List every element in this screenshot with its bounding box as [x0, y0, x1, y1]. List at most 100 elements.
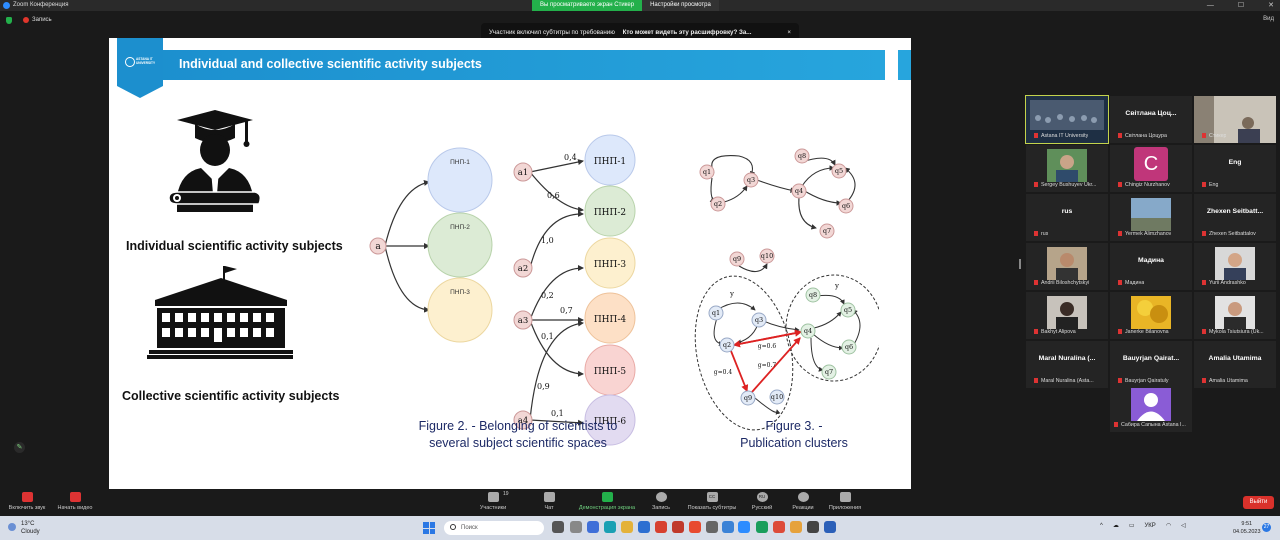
- figure-2-left: a ПНП-1 ПНП-2 ПНП-3: [369, 147, 493, 343]
- wifi-icon[interactable]: ◠: [1165, 523, 1172, 529]
- terminal-icon[interactable]: [807, 521, 819, 533]
- outlook-icon[interactable]: [722, 521, 734, 533]
- participant-tile[interactable]: rus rus: [1026, 194, 1108, 241]
- camera-off-icon: [69, 492, 81, 502]
- close-notice-button[interactable]: ×: [787, 29, 791, 36]
- participant-tile[interactable]: Світлана Цоц... Світлана Цоцура: [1110, 96, 1192, 143]
- a-node: a4: [518, 416, 528, 426]
- figure-3-caption: Figure 3. - Publication clusters: [704, 418, 884, 452]
- recording-label[interactable]: Запись: [32, 17, 52, 23]
- participant-tile[interactable]: Bauyrjan Qairat... Bauyrjan Qairatuly: [1110, 341, 1192, 388]
- battery-icon[interactable]: ▭: [1128, 523, 1135, 529]
- settings-icon[interactable]: [706, 521, 718, 533]
- figure-3-clusters: y y g=0.6 g=0.4 g=0.7 q1 q: [694, 274, 879, 431]
- q-node: q2: [723, 341, 731, 349]
- participant-tile[interactable]: Maral Nuralina (... Maral Nuralina (Asta…: [1026, 341, 1108, 388]
- start-video-button[interactable]: Начать видео: [45, 492, 105, 511]
- participant-tile[interactable]: Стикер: [1194, 96, 1276, 143]
- teams-icon[interactable]: [587, 521, 599, 533]
- figure-3-top-graph: q1 q2 q3 q4 q5 q6 q7 q8: [699, 148, 856, 239]
- captions-notice-text: Участник включил субтитры по требованию: [489, 29, 615, 36]
- participant-tile[interactable]: Sergey Bushuyev Ukr...: [1026, 145, 1108, 192]
- edge-weight: 0,4: [564, 153, 577, 162]
- participant-tile[interactable]: Мадина Мадина: [1110, 243, 1192, 290]
- share-screen-button[interactable]: Демонстрация экрана: [571, 492, 643, 511]
- participant-name: Сабира Сапына Astana I...: [1114, 422, 1186, 428]
- onedrive-icon[interactable]: ☁: [1112, 523, 1119, 529]
- q-node: q5: [844, 306, 852, 314]
- participant-avatar: C: [1134, 147, 1168, 181]
- word-icon[interactable]: [824, 521, 836, 533]
- participant-tile[interactable]: Mykola Tsiutsiura (Uk...: [1194, 292, 1276, 339]
- start-video-label: Начать видео: [57, 505, 93, 511]
- participant-tile[interactable]: Amalia Utamima Amalia Utamima: [1194, 341, 1276, 388]
- participant-tile[interactable]: Andrii Biloshchytskyi: [1026, 243, 1108, 290]
- participant-photo: [1047, 296, 1087, 329]
- task-view-icon[interactable]: [552, 521, 564, 533]
- leave-button[interactable]: Выйти: [1243, 496, 1274, 509]
- store-icon[interactable]: [638, 521, 650, 533]
- file-explorer-icon[interactable]: [621, 521, 633, 533]
- chat-button[interactable]: Чат: [519, 492, 579, 511]
- circle-label: ПНП-4: [594, 315, 627, 325]
- a-node: a: [375, 242, 381, 252]
- gallery-splitter[interactable]: [1019, 259, 1021, 269]
- powerpoint-icon[interactable]: [689, 521, 701, 533]
- clock-time: 9:51: [1241, 521, 1253, 527]
- apps-button[interactable]: Приложения: [815, 492, 875, 511]
- view-options-button[interactable]: Настройки просмотра: [642, 0, 719, 11]
- participant-tile[interactable]: Сабира Сапына Astana I...: [1110, 387, 1192, 432]
- participant-tile[interactable]: Yermek Alimzhanov: [1110, 194, 1192, 241]
- edge-icon[interactable]: [604, 521, 616, 533]
- participant-display-name: Eng: [1228, 159, 1242, 166]
- chrome-profile-icon[interactable]: [773, 521, 785, 533]
- acrobat-icon[interactable]: [672, 521, 684, 533]
- office-icon[interactable]: [655, 521, 667, 533]
- chrome-icon[interactable]: [756, 521, 768, 533]
- volume-icon[interactable]: ◁: [1181, 523, 1186, 529]
- view-button[interactable]: Вид: [1263, 16, 1274, 22]
- figure-2-right: 0,4 0,6 1,0 0,2 0,7 0,1 0,9 0,1 a1 a2 a3…: [513, 134, 636, 446]
- edge-weight: g=0.4: [714, 369, 733, 376]
- taskbar-clock[interactable]: 9:51 04.05.2023: [1233, 520, 1261, 536]
- annotate-pencil-icon[interactable]: ✎: [14, 442, 25, 453]
- chrome-canary-icon[interactable]: [790, 521, 802, 533]
- taskbar-search[interactable]: Поиск: [444, 521, 544, 535]
- widgets-icon[interactable]: [570, 521, 582, 533]
- tray-chevron-icon[interactable]: ^: [1100, 522, 1103, 529]
- transcript-question-link[interactable]: Кто может видеть эту расшифровку? За...: [622, 29, 752, 36]
- participant-display-name: Світлана Цоц...: [1125, 110, 1177, 117]
- participant-name: Janerke Bilanovna: [1118, 329, 1169, 335]
- minimize-button[interactable]: —: [1206, 2, 1214, 9]
- notifications-badge[interactable]: 27: [1262, 523, 1271, 532]
- participant-tile[interactable]: Janerke Bilanovna: [1110, 292, 1192, 339]
- participant-tile[interactable]: Astana IT University: [1025, 95, 1109, 144]
- maximize-button[interactable]: ☐: [1237, 2, 1245, 9]
- edge-weight: g=0.7: [758, 362, 777, 369]
- participant-name: Yurii Andrashko: [1202, 280, 1246, 286]
- start-button[interactable]: [423, 522, 435, 534]
- reactions-label: Реакции: [792, 505, 814, 511]
- record-icon: [655, 492, 667, 502]
- reactions-button[interactable]: Реакции: [773, 492, 833, 511]
- q-node: q7: [823, 227, 831, 235]
- record-button[interactable]: Запись: [631, 492, 691, 511]
- share-screen-label: Демонстрация экрана: [578, 505, 636, 511]
- close-button[interactable]: ✕: [1268, 2, 1274, 9]
- participant-tile[interactable]: Eng Eng: [1194, 145, 1276, 192]
- circle-label: ПНП-2: [450, 224, 470, 231]
- participant-tile[interactable]: C Chingiz Nurzhanov: [1110, 145, 1192, 192]
- language-indicator[interactable]: УКР: [1144, 522, 1156, 529]
- viewing-screen-label: Вы просматриваете экран Стикер: [532, 0, 643, 11]
- zoom-app-icon[interactable]: [738, 521, 750, 533]
- participant-display-name: Zhexen Seitbatt...: [1206, 208, 1264, 215]
- unmute-button[interactable]: Включить звук: [0, 492, 57, 511]
- participant-tile[interactable]: Yurii Andrashko: [1194, 243, 1276, 290]
- participant-name: Amalia Utamima: [1202, 378, 1248, 384]
- shield-icon[interactable]: [6, 17, 12, 24]
- participant-tile[interactable]: Zhexen Seitbatt... Zhexen Seitbattalov: [1194, 194, 1276, 241]
- participant-tile[interactable]: Bakhyt Alipova: [1026, 292, 1108, 339]
